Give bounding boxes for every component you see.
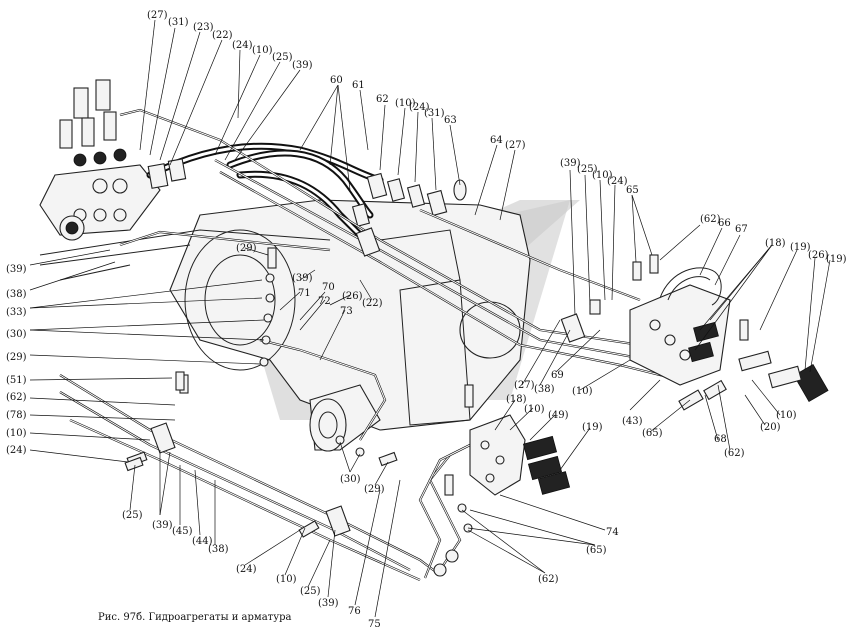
callout: 65 [626,185,639,196]
callout: (30) [340,474,361,485]
callout: (62) [700,214,721,225]
left-frame [39,164,331,281]
hose-fittings [147,158,467,227]
distributor-lower [444,384,571,533]
callout: (33) [6,307,27,318]
callout: (27) [505,140,526,151]
callout: (62) [538,574,559,585]
callout: 73 [340,306,353,317]
callout: (39) [152,520,173,531]
callout: (25) [122,510,143,521]
callout: 60 [330,75,343,86]
callout: (39) [292,60,313,71]
callout: (24) [6,445,27,456]
callout: (10) [776,410,797,421]
callout: (38) [6,289,27,300]
callout: 63 [444,115,457,126]
callout: (29) [364,484,385,495]
callout: (27) [147,10,168,21]
callout: (18) [765,238,786,249]
callout: (39) [6,264,27,275]
callout: (25) [577,164,598,175]
callout: (31) [168,17,189,28]
callout: 66 [718,218,731,229]
callout: (10) [524,404,545,415]
callout: 72 [318,296,331,307]
callout: (29) [6,352,27,363]
callout: 61 [352,80,365,91]
callout: 62 [376,94,389,105]
callout: (22) [362,298,383,309]
callout: (23) [193,22,214,33]
callout: (39) [318,598,339,609]
callout: (38) [534,384,555,395]
callout: 64 [490,135,503,146]
callout: (49) [548,410,569,421]
callout: (44) [192,536,213,547]
callout: (38) [208,544,229,555]
callout: (18) [506,394,527,405]
callout: (43) [622,416,643,427]
callout: (26) [808,250,829,261]
callout: (26) [342,291,363,302]
callout: (10) [572,386,593,397]
callout: 68 [714,434,727,445]
callout: (65) [586,545,607,556]
callout: (25) [300,586,321,597]
callout: (29) [236,243,257,254]
callout: 67 [735,224,748,235]
callout: (10) [252,45,273,56]
callout-labels: (27) (31) (23) (22) (24) (10) (25) (39) … [6,10,847,630]
callout: (39) [292,273,313,284]
callout: 76 [348,606,361,617]
callout: (24) [236,564,257,575]
callout: (22) [212,30,233,41]
callout: (19) [582,422,603,433]
callout: (31) [424,108,445,119]
pipe-clamps [355,227,601,343]
callout: 75 [368,619,381,630]
leader-lines [29,19,831,618]
callout: (78) [6,410,27,421]
callout: (20) [760,422,781,433]
callout: 69 [551,370,564,381]
callout: (27) [514,380,535,391]
callout: (24) [409,102,430,113]
callout: (25) [272,52,293,63]
callout: (10) [6,428,27,439]
callout: 71 [298,288,311,299]
callout: (51) [6,375,27,386]
callout: (62) [724,448,745,459]
callout: (39) [560,158,581,169]
figure-caption: Рис. 97б. Гидроагрегаты и арматура [98,612,292,623]
callout: 70 [322,282,335,293]
distributor-right [629,254,829,411]
callout: (19) [826,254,847,265]
callout: (24) [607,176,628,187]
callout: (30) [6,329,27,340]
callout: 74 [606,527,619,538]
callout: (10) [276,574,297,585]
callout: (65) [642,428,663,439]
callout: (10) [592,170,613,181]
valve-bolts [59,79,127,167]
callout: (24) [232,40,253,51]
callout: (10) [395,98,416,109]
callout: (62) [6,392,27,403]
callout: (45) [172,526,193,537]
callout: (19) [790,242,811,253]
